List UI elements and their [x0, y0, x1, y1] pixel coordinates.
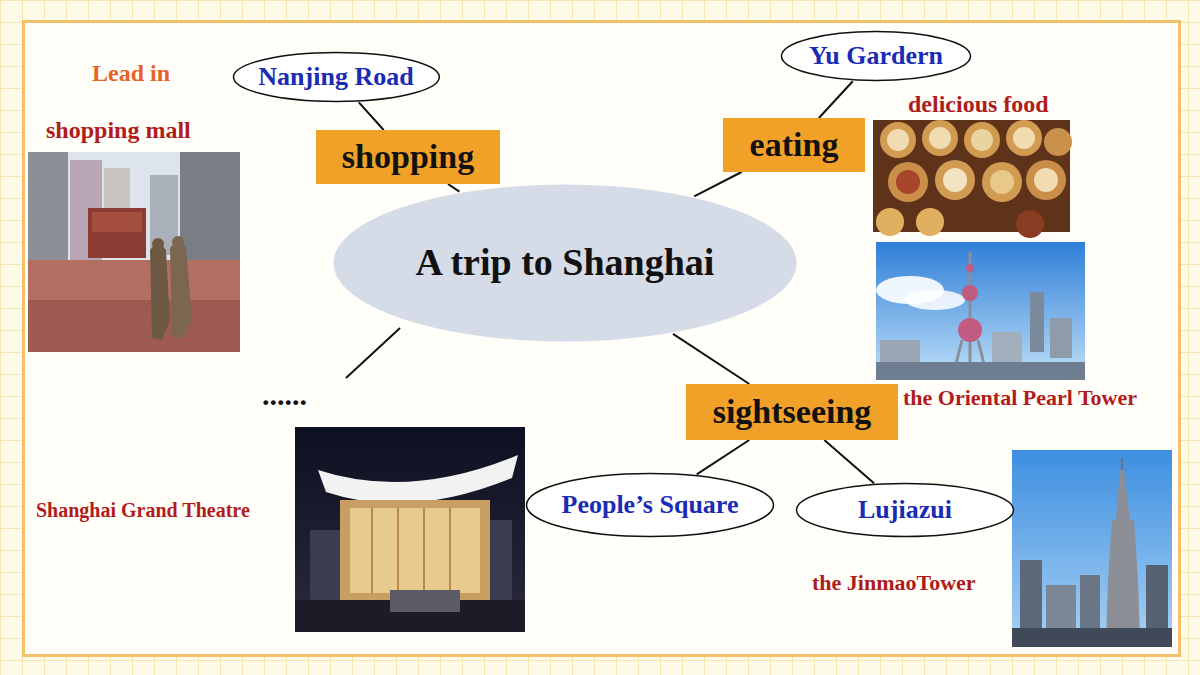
- node-text-wrap: A trip to Shanghai: [416, 241, 715, 285]
- category-box: shopping: [316, 130, 500, 184]
- photo-caption: delicious food: [908, 91, 1049, 119]
- node-shape: [797, 484, 1014, 537]
- connector-line: [697, 440, 750, 474]
- node-text-wrap: sightseeing: [713, 392, 872, 431]
- photo-caption: Shanghai Grand Theatre: [36, 499, 250, 522]
- topic-ellipse: A trip to Shanghai: [332, 183, 798, 343]
- node-label: People’s Square: [562, 490, 739, 520]
- leader-line: [346, 328, 400, 378]
- connector-line: [824, 440, 874, 483]
- connector-line: [694, 172, 741, 196]
- node-shape: [782, 32, 971, 81]
- connector-line: [673, 334, 749, 384]
- connector-line: [448, 184, 459, 192]
- place-ellipse: Nanjing Road: [232, 51, 441, 103]
- node-label: eating: [750, 125, 839, 164]
- node-text-wrap: Lujiazui: [858, 495, 952, 525]
- node-shape: [316, 130, 500, 184]
- jinmao-photo: [1012, 450, 1172, 647]
- node-text-wrap: Yu Gardern: [809, 41, 943, 71]
- node-shape: [233, 53, 439, 102]
- node-shape: [334, 185, 797, 342]
- category-box: eating: [723, 118, 865, 172]
- photo-caption: the JinmaoTower: [812, 570, 976, 595]
- photo-caption: the Oriental Pearl Tower: [903, 385, 1137, 410]
- node-text-wrap: People’s Square: [562, 490, 739, 520]
- place-ellipse: Yu Gardern: [780, 30, 972, 82]
- lead-in-label: Lead in: [92, 60, 170, 88]
- node-label: Nanjing Road: [258, 62, 413, 92]
- photo-caption: shopping mall: [46, 117, 191, 145]
- connector-line: [819, 81, 853, 118]
- node-text-wrap: shopping: [342, 137, 474, 176]
- food-photo: [873, 120, 1072, 238]
- node-label: A trip to Shanghai: [416, 241, 715, 285]
- connector-line: [359, 102, 384, 130]
- category-box: sightseeing: [686, 384, 898, 440]
- node-label: sightseeing: [713, 392, 872, 431]
- ellipsis-label: ......: [262, 378, 307, 413]
- nanjing-road-photo: [28, 152, 240, 352]
- grand-theatre-photo: [295, 427, 525, 632]
- node-label: Yu Gardern: [809, 41, 943, 71]
- place-ellipse: People’s Square: [525, 472, 775, 538]
- node-shape: [686, 384, 898, 440]
- node-shape: [527, 474, 774, 537]
- node-shape: [723, 118, 865, 172]
- node-text-wrap: Nanjing Road: [258, 62, 413, 92]
- node-text-wrap: eating: [750, 125, 839, 164]
- node-label: shopping: [342, 137, 474, 176]
- node-label: Lujiazui: [858, 495, 952, 525]
- oriental-pearl-photo: [876, 242, 1085, 380]
- place-ellipse: Lujiazui: [795, 482, 1015, 538]
